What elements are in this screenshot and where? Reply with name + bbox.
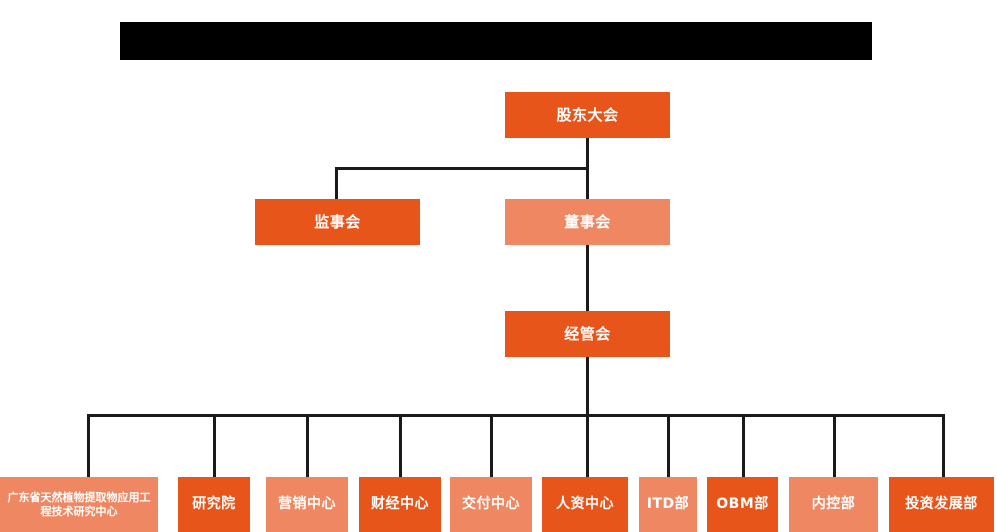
connector-drop-research-center xyxy=(87,414,90,477)
node-itd-department[interactable]: ITD部 xyxy=(639,477,697,532)
node-hr-center[interactable]: 人资中心 xyxy=(542,477,628,532)
connector-directors-to-management xyxy=(586,245,589,312)
node-label: 营销中心 xyxy=(278,495,336,512)
connector-drop-marketing xyxy=(306,414,309,477)
connector-drop-obm xyxy=(742,414,745,477)
connector-l1-stem xyxy=(586,138,589,169)
node-guangdong-research-center[interactable]: 广东省天然植物提取物应用工程技术研究中心 xyxy=(0,477,158,532)
connector-drop-hr xyxy=(586,414,589,477)
node-finance-center[interactable]: 财经中心 xyxy=(359,477,441,532)
node-management-committee[interactable]: 经管会 xyxy=(505,311,670,357)
node-board-of-directors[interactable]: 董事会 xyxy=(505,199,670,245)
node-label: 研究院 xyxy=(192,495,236,512)
connector-drop-internal-control xyxy=(833,414,836,477)
node-label: 投资发展部 xyxy=(905,495,978,512)
connector-drop-investment xyxy=(942,414,945,477)
node-label: 监事会 xyxy=(314,212,361,231)
node-obm-department[interactable]: OBM部 xyxy=(707,477,778,532)
node-label: 股东大会 xyxy=(556,105,619,124)
node-investment-development-department[interactable]: 投资发展部 xyxy=(889,477,994,532)
node-label: 内控部 xyxy=(811,495,856,512)
connector-l4-bus xyxy=(87,414,945,417)
connector-drop-finance xyxy=(399,414,402,477)
redacted-title-bar xyxy=(120,22,872,60)
node-shareholders-meeting[interactable]: 股东大会 xyxy=(505,92,670,138)
connector-drop-institute xyxy=(213,414,216,477)
node-board-of-supervisors[interactable]: 监事会 xyxy=(255,199,420,245)
node-label: 交付中心 xyxy=(462,495,520,512)
connector-drop-supervisors xyxy=(335,167,338,200)
connector-drop-delivery xyxy=(490,414,493,477)
node-label: 董事会 xyxy=(564,212,611,231)
node-label: ITD部 xyxy=(646,495,690,512)
node-label: 财经中心 xyxy=(371,495,429,512)
node-label: 人资中心 xyxy=(556,495,614,512)
node-label: 广东省天然植物提取物应用工程技术研究中心 xyxy=(7,490,151,518)
connector-drop-itd xyxy=(667,414,670,477)
node-label: OBM部 xyxy=(716,495,769,512)
node-delivery-center[interactable]: 交付中心 xyxy=(450,477,532,532)
connector-l3-stem xyxy=(586,357,589,416)
node-institute[interactable]: 研究院 xyxy=(178,477,250,532)
node-label: 经管会 xyxy=(564,324,611,343)
connector-drop-directors xyxy=(586,167,589,200)
connector-l1-bus xyxy=(335,167,589,170)
node-internal-control-department[interactable]: 内控部 xyxy=(789,477,878,532)
node-marketing-center[interactable]: 营销中心 xyxy=(266,477,348,532)
